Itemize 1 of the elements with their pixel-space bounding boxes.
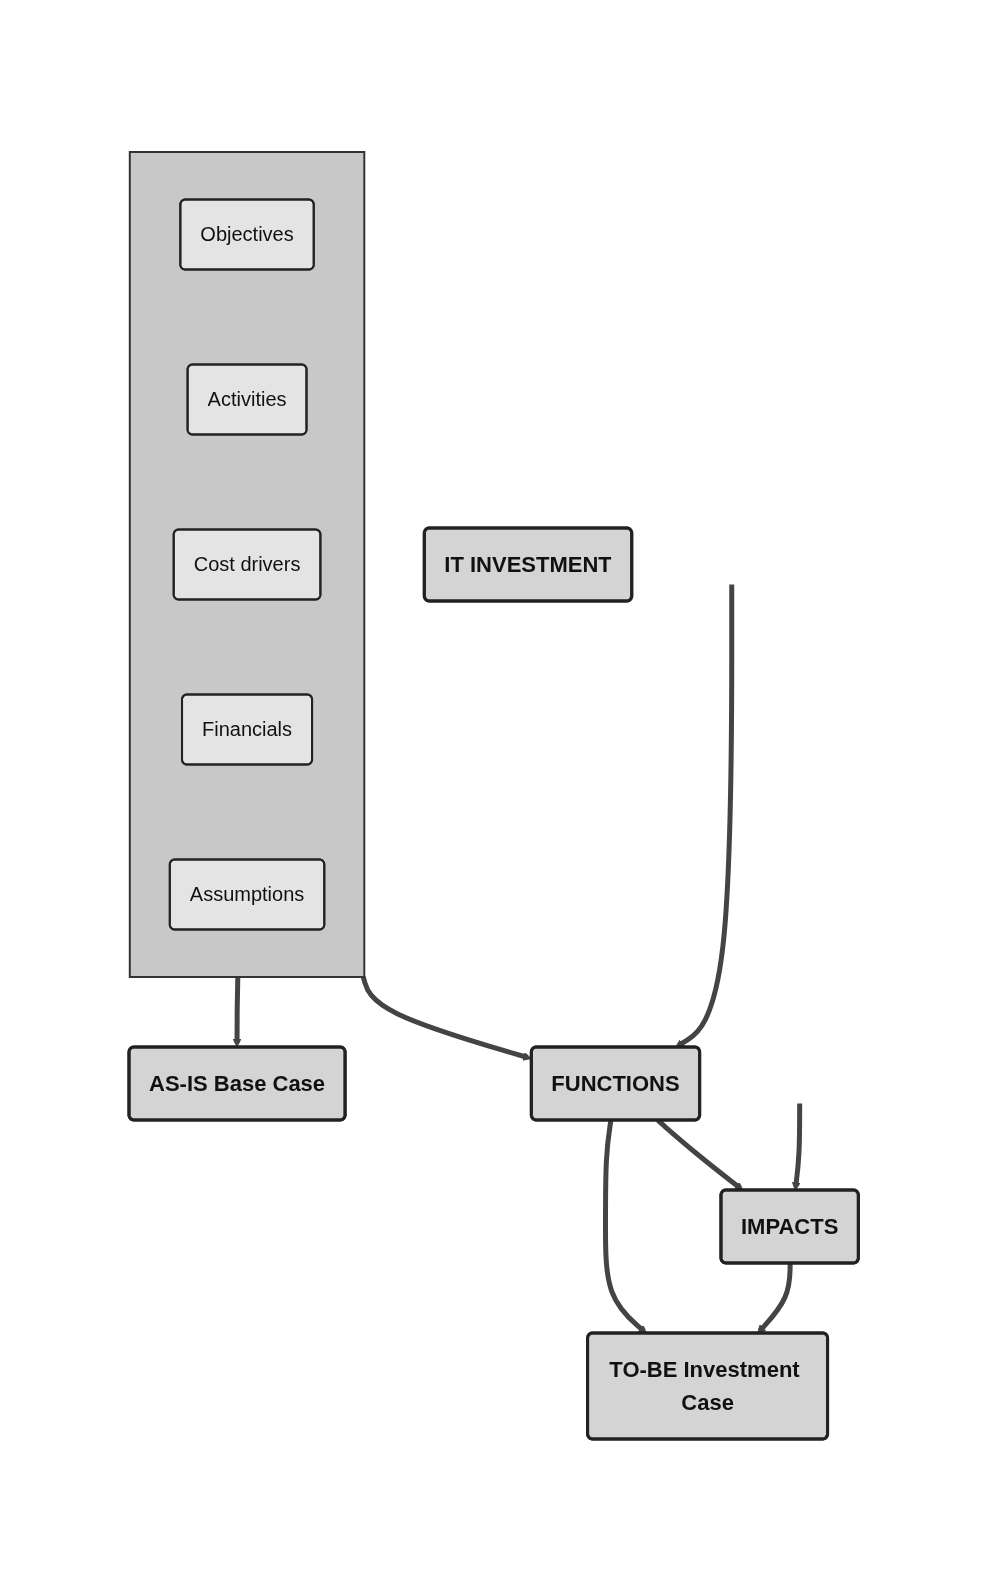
cluster [129, 151, 366, 978]
